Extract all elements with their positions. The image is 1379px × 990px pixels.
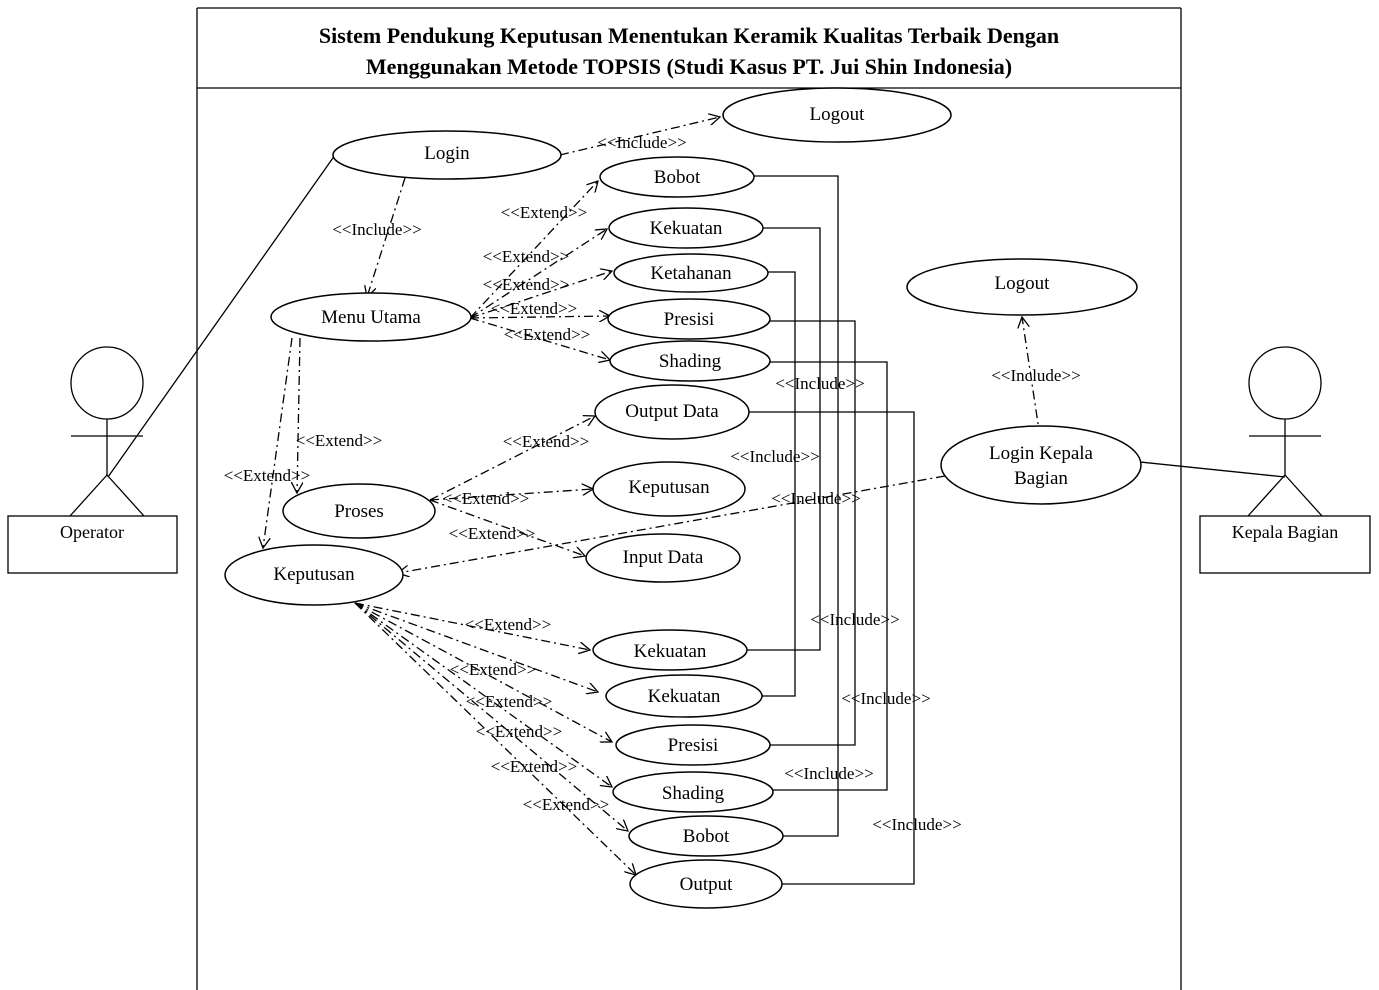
use-case-kekuatan-bottom-2-label: Kekuatan — [648, 686, 721, 707]
use-case-menu-utama: Menu Utama — [270, 292, 472, 342]
use-case-login-label: Login — [424, 143, 470, 164]
include-label: <<Include>> — [771, 489, 860, 508]
use-case-shading-bottom: Shading — [612, 771, 774, 813]
use-case-shading-top-label: Shading — [659, 351, 722, 372]
use-case-input-data-label: Input Data — [623, 547, 704, 568]
use-case-login-kepala-bagian: Login Kepala Bagian — [940, 425, 1142, 505]
use-case-input-data: Input Data — [585, 533, 741, 583]
include-label: <<Include>> — [730, 447, 819, 466]
use-case-login: Login — [332, 130, 562, 180]
extend-label: <<Extend>> — [501, 203, 588, 222]
use-case-output-data: Output Data — [594, 384, 750, 440]
use-case-bobot-bottom: Bobot — [628, 815, 784, 857]
use-case-login-kepala-bagian-label-1: Login Kepala — [989, 443, 1094, 464]
use-case-presisi-top-label: Presisi — [664, 309, 715, 330]
include-label: <<Include>> — [991, 366, 1080, 385]
use-case-kekuatan-top: Kekuatan — [608, 207, 764, 249]
association-operator-login — [107, 154, 336, 478]
extend-label: <<Extend>> — [483, 247, 570, 266]
extend-label: <<Extend>> — [466, 692, 553, 711]
use-case-presisi-bottom: Presisi — [615, 724, 771, 766]
include-label: <<Include>> — [784, 764, 873, 783]
use-case-ketahanan-top: Ketahanan — [613, 253, 769, 293]
use-case-presisi-top: Presisi — [607, 298, 771, 340]
use-case-keputusan-mid: Keputusan — [592, 461, 746, 517]
use-case-bobot-bottom-label: Bobot — [683, 826, 730, 847]
actor-kepala-bagian — [1199, 346, 1371, 574]
include-label: <<Include>> — [597, 133, 686, 152]
extend-label: <<Extend>> — [465, 615, 552, 634]
actor-operator — [7, 346, 178, 574]
use-case-shading-bottom-label: Shading — [662, 783, 725, 804]
extend-label: <<Extend>> — [450, 660, 537, 679]
use-case-ketahanan-top-label: Ketahanan — [650, 263, 732, 284]
include-label: <<Include>> — [775, 374, 864, 393]
include-label: <<Include>> — [332, 220, 421, 239]
include-connectors — [745, 175, 915, 885]
use-case-logout-right: Logout — [906, 258, 1138, 316]
use-case-bobot-top: Bobot — [599, 156, 755, 198]
use-case-kekuatan-bottom-1-label: Kekuatan — [634, 641, 707, 662]
use-case-output-bottom: Output — [629, 859, 783, 909]
diagram-title-line1: Sistem Pendukung Keputusan Menentukan Ke… — [319, 23, 1059, 48]
extend-label: <<Extend>> — [443, 489, 530, 508]
include-label: <<Include>> — [841, 689, 930, 708]
use-case-kekuatan-bottom-2: Kekuatan — [605, 674, 763, 718]
use-case-logout-top-label: Logout — [810, 104, 866, 125]
use-case-shading-top: Shading — [609, 340, 771, 382]
use-case-logout-right-label: Logout — [995, 273, 1051, 294]
actor-operator-label: Operator — [60, 522, 124, 542]
include-label: <<Include>> — [810, 610, 899, 629]
use-case-login-kepala-bagian-label-2: Bagian — [1014, 468, 1068, 489]
extend-label: <<Extend>> — [296, 431, 383, 450]
use-case-keputusan-left: Keputusan — [224, 544, 404, 606]
extend-label: <<Extend>> — [483, 275, 570, 294]
use-case-output-data-label: Output Data — [625, 401, 719, 422]
use-case-output-bottom-label: Output — [680, 874, 734, 895]
use-case-bobot-top-label: Bobot — [654, 167, 701, 188]
extend-label: <<Extend>> — [523, 795, 610, 814]
use-case-logout-top: Logout — [722, 87, 952, 143]
system-boundary — [196, 7, 1182, 990]
use-case-keputusan-mid-label: Keputusan — [628, 477, 710, 498]
extend-label: <<Extend>> — [503, 432, 590, 451]
extend-label: <<Extend>> — [491, 299, 578, 318]
include-label: <<Include>> — [872, 815, 961, 834]
diagram-title-line2: Menggunakan Metode TOPSIS (Studi Kasus P… — [366, 54, 1012, 79]
use-case-presisi-bottom-label: Presisi — [668, 735, 719, 756]
use-case-keputusan-left-label: Keputusan — [273, 564, 355, 585]
extend-label: <<Extend>> — [491, 757, 578, 776]
extend-label: <<Extend>> — [449, 524, 536, 543]
use-case-menu-utama-label: Menu Utama — [321, 307, 421, 328]
extend-label: <<Extend>> — [224, 466, 311, 485]
extend-label: <<Extend>> — [504, 325, 591, 344]
extend-label: <<Extend>> — [476, 722, 563, 741]
actor-kepala-bagian-label: Kepala Bagian — [1232, 522, 1338, 542]
use-case-kekuatan-bottom-1: Kekuatan — [592, 629, 748, 671]
relation-labels: <<Include>> <<Include>> <<Extend>> <<Ext… — [224, 133, 1081, 834]
use-case-proses-label: Proses — [334, 501, 384, 522]
dashed-relations — [263, 117, 1041, 875]
use-case-proses: Proses — [282, 483, 436, 539]
use-case-kekuatan-top-label: Kekuatan — [650, 218, 723, 239]
association-kepala-login — [1139, 461, 1286, 478]
